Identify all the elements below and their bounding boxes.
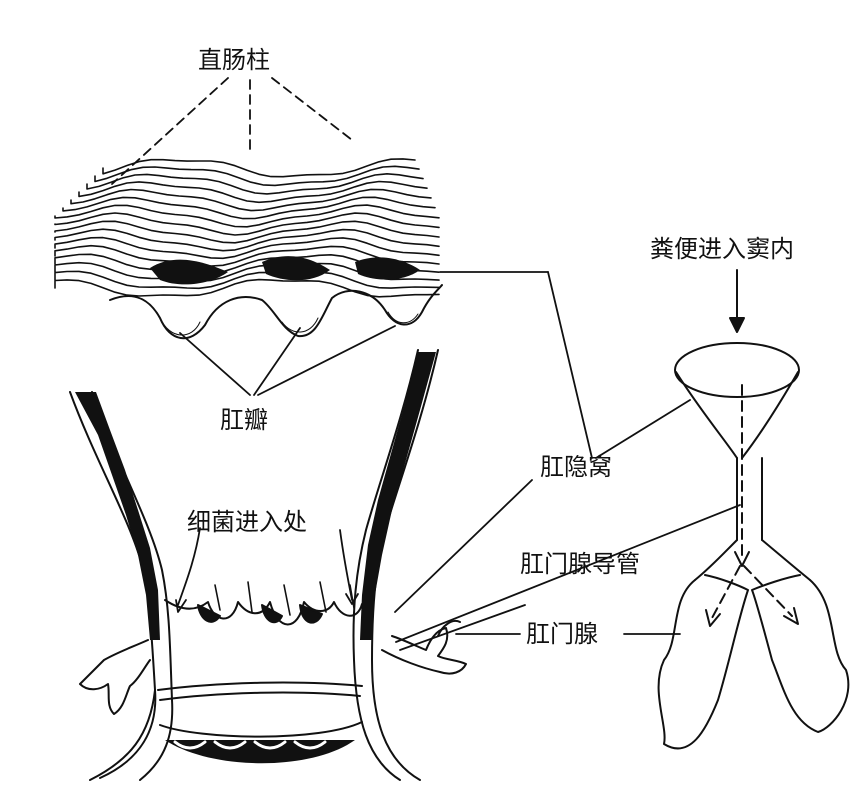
rectal-columns-leaders [111,77,353,185]
rectal-mucosa-illustration [54,158,443,340]
anal-valves-leaders [179,325,396,396]
anal-gland-duct-label: 肛门腺导管 [520,550,640,578]
bacteria-entry-leaders [175,527,359,613]
bacteria-entry-label: 细菌进入处 [187,508,307,536]
anal-canal-section [69,349,467,781]
feces-into-crypt-label: 粪便进入窦内 [650,235,794,263]
crypt-leaders [394,271,691,613]
anal-valves-label: 肛瓣 [220,406,268,434]
anal-gland-label: 肛门腺 [526,620,598,648]
anal-crypt-label: 肛隐窝 [540,453,612,481]
anal-gland-schematic [657,269,850,750]
rectal-columns-label: 直肠柱 [198,46,270,74]
duct-gland-leaders [395,504,741,651]
